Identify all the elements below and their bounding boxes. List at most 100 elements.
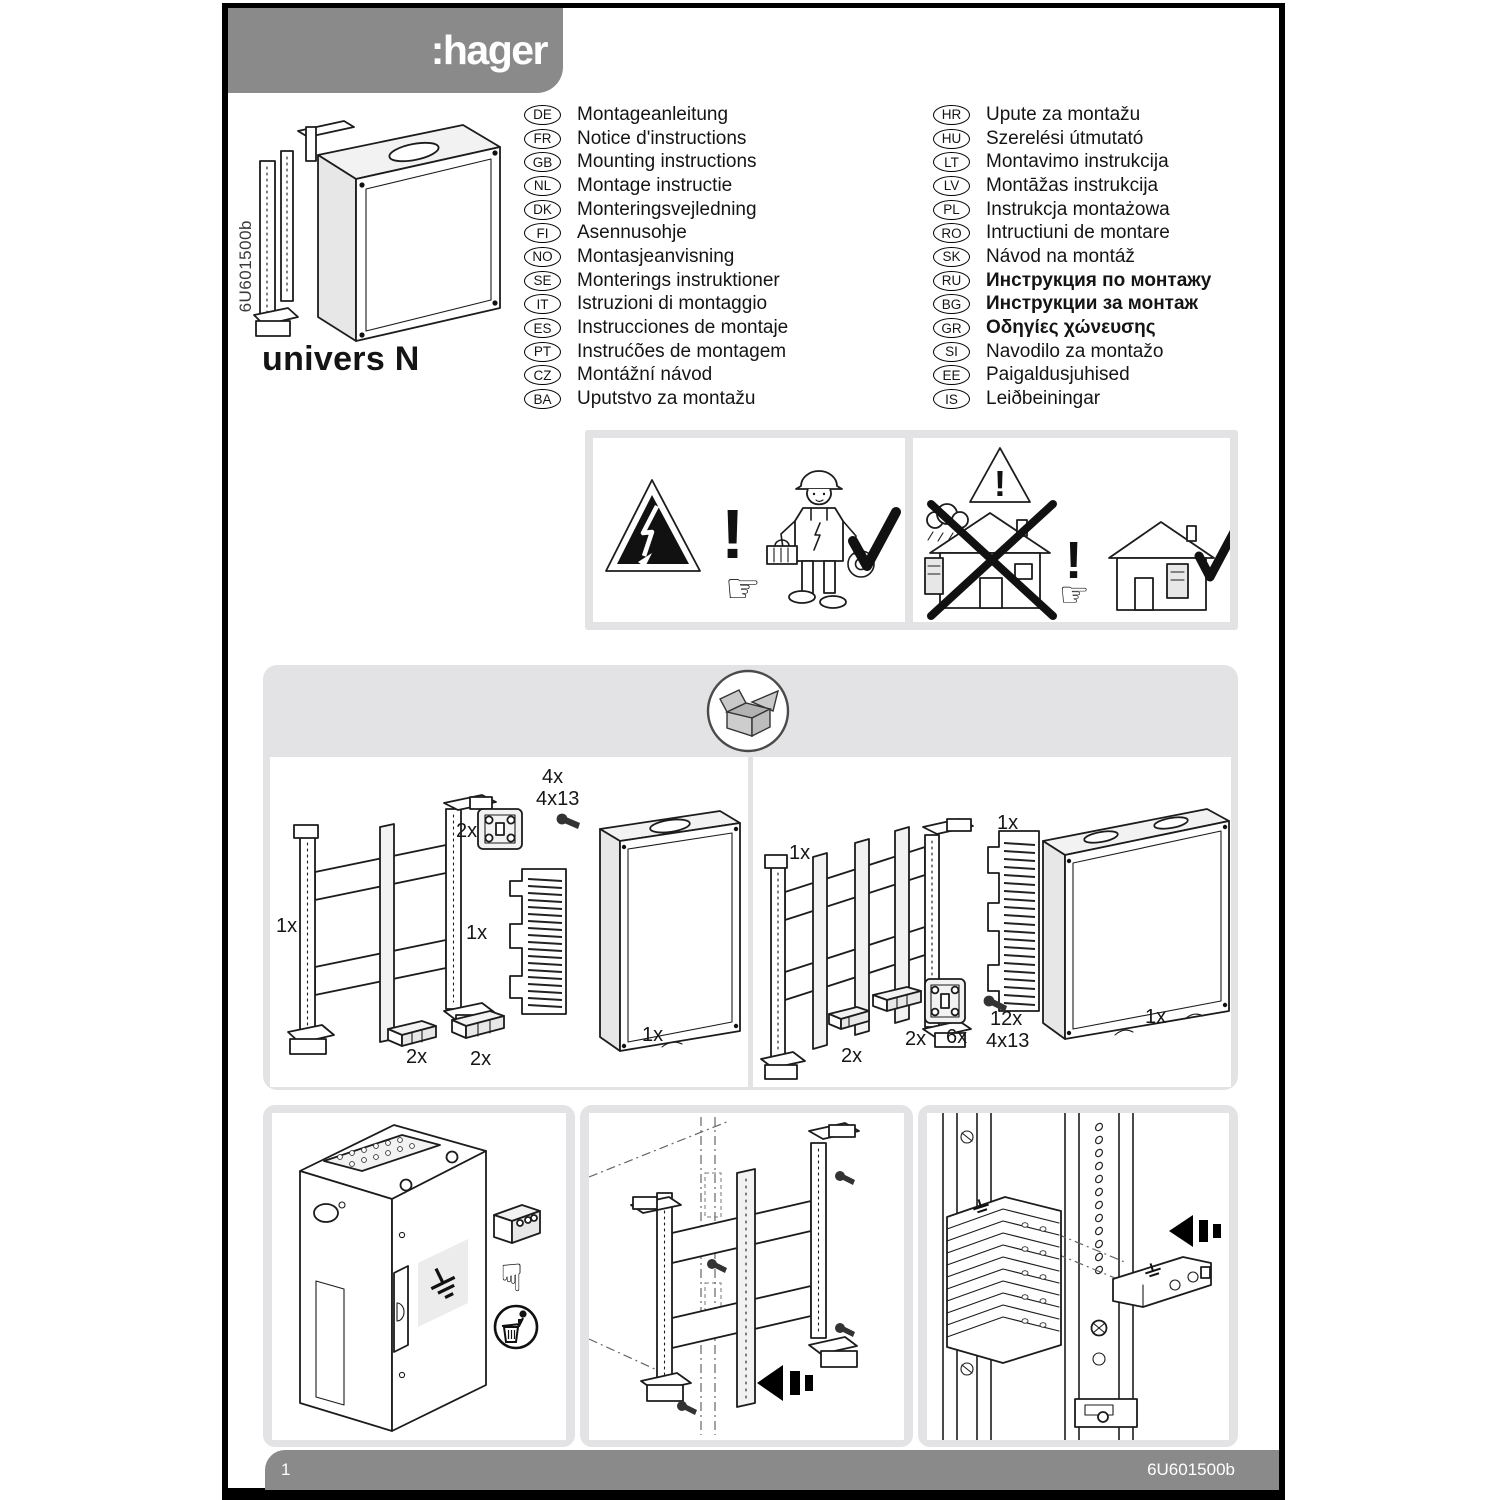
clamp-figure xyxy=(924,978,966,1024)
unboxing-icon xyxy=(706,669,790,753)
language-code-badge: RU xyxy=(933,270,970,291)
step-panel-frame-mounting xyxy=(580,1105,913,1447)
vent-grille-figure xyxy=(987,830,1040,1012)
pointing-hand-icon: ☞ xyxy=(1059,575,1089,615)
high-voltage-triangle-icon xyxy=(605,479,701,572)
earth-symbol xyxy=(973,1199,989,1214)
language-code-badge: NO xyxy=(524,246,561,267)
connector-b-figure xyxy=(872,986,922,1012)
qty-enclosure: 1x xyxy=(642,1024,664,1046)
language-code-badge: BG xyxy=(933,294,970,315)
language-label: Upute za montažu xyxy=(986,103,1141,125)
header-bar: :hager xyxy=(228,8,563,93)
language-code-badge: BA xyxy=(524,389,561,410)
enclosure-body xyxy=(317,124,501,342)
warning-panel-electrician: ! ☞ xyxy=(593,438,905,622)
language-label: Leiðbeiningar xyxy=(986,388,1101,410)
earth-symbol xyxy=(430,1267,456,1299)
step-panel-inset xyxy=(589,1113,904,1440)
step-panel-inset xyxy=(927,1113,1229,1440)
language-label: Uputstvo za montažu xyxy=(577,388,756,410)
language-label: Montageanleitung xyxy=(577,103,729,125)
screw-icon xyxy=(556,813,580,829)
language-row: DE Montageanleitung xyxy=(524,103,788,127)
hager-logo: :hager xyxy=(430,27,549,73)
frame-mounting-illustration xyxy=(589,1117,860,1435)
language-label: Mounting instructions xyxy=(577,151,757,173)
language-code-badge: GR xyxy=(933,318,970,339)
earth-symbol xyxy=(1145,1263,1161,1278)
disposal-icon xyxy=(493,1304,539,1350)
connector-a-figure xyxy=(828,1006,870,1030)
warning-electric-illustration: ! ☞ xyxy=(605,470,901,612)
language-code-badge: IS xyxy=(933,389,970,410)
qty-screws: 4x xyxy=(542,766,564,788)
checkmark-icon xyxy=(1194,529,1230,582)
language-code-badge: EE xyxy=(933,365,970,386)
language-label: Navodilo za montažo xyxy=(986,340,1164,362)
language-row: PL Instrukcja montażowa xyxy=(933,198,1211,222)
enclosure-wide-figure xyxy=(1042,808,1230,1040)
vent-grille-figure xyxy=(509,868,567,1015)
cross-out-mark xyxy=(927,500,1057,620)
qty-connector-b: 2x xyxy=(905,1028,927,1050)
safety-warning-strip: ! ☞ xyxy=(585,430,1238,630)
warning-panel-indoor-use: ! xyxy=(913,438,1230,622)
language-code-badge: LT xyxy=(933,152,970,173)
enclosure-figure xyxy=(599,810,741,1052)
footer-doc-code: 6U601500b xyxy=(1147,1460,1235,1479)
language-row: RO Intructiuni de montare xyxy=(933,221,1211,245)
language-code-badge: HU xyxy=(933,128,970,149)
clamp-figure xyxy=(493,1204,541,1244)
language-code-badge: IT xyxy=(524,294,561,315)
language-label: Instrukcja montażowa xyxy=(986,198,1170,220)
language-label: Montage instructie xyxy=(577,174,733,196)
language-row: IS Leiðbeiningar xyxy=(933,387,1211,411)
pointing-hand-icon: ☞ xyxy=(725,566,761,612)
qty-screws: 12x xyxy=(990,1008,1023,1030)
qty-clamp: 6x xyxy=(946,1026,968,1048)
warning-indoor-illustration: ! xyxy=(924,447,1230,620)
terminal-stack-figure xyxy=(946,1196,1062,1364)
kit-small-illustration xyxy=(287,794,741,1055)
language-label: Intructiuni de montare xyxy=(986,222,1170,244)
language-code-badge: PL xyxy=(933,199,970,220)
language-code-badge: SE xyxy=(524,270,561,291)
kit-large-illustration xyxy=(760,808,1230,1080)
qty-frame: 1x xyxy=(789,842,811,864)
wall-slot-outline xyxy=(704,1172,722,1218)
qty-connector-a: 2x xyxy=(841,1045,863,1067)
product-name: univers N xyxy=(262,340,420,378)
language-label: Montážní návod xyxy=(577,364,713,386)
wall-guide-lines xyxy=(589,1117,730,1435)
mounting-rails xyxy=(253,120,355,337)
package-contents-box: 1x 2x 4x 4x13 1x 2x 2x 1x xyxy=(263,665,1238,1090)
svg-text:!: ! xyxy=(994,463,1006,504)
footer-bar: 1 6U601500b xyxy=(265,1450,1279,1490)
language-code-badge: DK xyxy=(524,199,561,220)
language-label: Instrucciones de montaje xyxy=(577,317,789,339)
language-code-badge: DE xyxy=(524,104,561,125)
kit-small-panel: 1x 2x 4x 4x13 1x 2x 2x 1x xyxy=(270,757,748,1087)
house-indoor-figure xyxy=(1108,521,1215,611)
connector-a-figure xyxy=(387,1020,437,1047)
language-label: Notice d'instructions xyxy=(577,127,747,149)
language-code-badge: RO xyxy=(933,223,970,244)
